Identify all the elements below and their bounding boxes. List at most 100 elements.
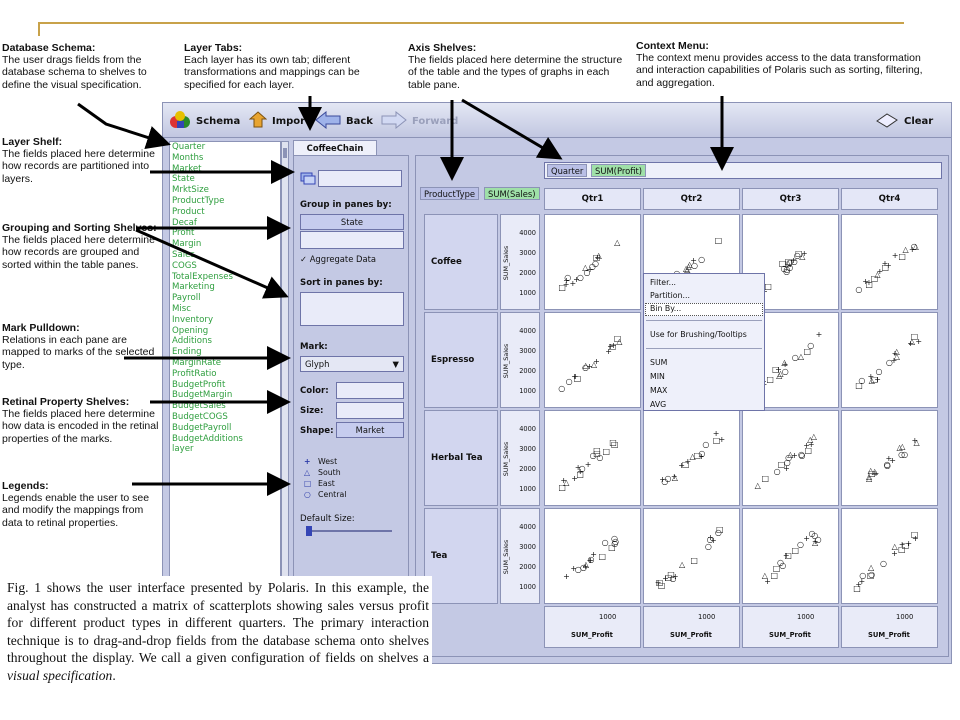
schema-field[interactable]: Inventory: [172, 314, 214, 325]
y-axis-shelf[interactable]: ProductType SUM(Sales): [420, 186, 540, 203]
legend-item[interactable]: +West: [304, 456, 394, 467]
schema-field[interactable]: Marketing: [172, 282, 215, 293]
back-button[interactable]: Back: [315, 110, 373, 132]
schema-field[interactable]: Misc: [172, 303, 192, 314]
tab-coffeechain[interactable]: CoffeeChain: [293, 140, 377, 155]
group-label: Group in panes by:: [300, 200, 392, 210]
menu-item[interactable]: MIN: [650, 372, 665, 381]
group-shelf-state[interactable]: State: [300, 214, 404, 230]
legend-item[interactable]: □East: [304, 478, 394, 489]
schema-field[interactable]: Quarter: [172, 142, 206, 152]
forward-button[interactable]: Forward: [381, 110, 458, 132]
schema-field[interactable]: Market: [172, 163, 202, 174]
schema-field[interactable]: MrktSize: [172, 185, 209, 196]
layer-shelf[interactable]: [318, 170, 402, 187]
size-shelf[interactable]: [336, 402, 404, 419]
schema-field[interactable]: Ending: [172, 347, 202, 358]
scatter-pane[interactable]: ○+△□++□○+△□□++□○: [841, 508, 938, 604]
scatter-pane[interactable]: □+○+++△□□△○+△○△+: [841, 312, 938, 408]
row-header[interactable]: Espresso: [424, 312, 498, 408]
schema-field[interactable]: Margin: [172, 239, 202, 250]
menu-item[interactable]: Bin By...: [650, 304, 682, 313]
schema-field[interactable]: Profit: [172, 228, 195, 239]
scatter-mark: △: [891, 542, 898, 552]
schema-field[interactable]: BudgetAdditions: [172, 433, 243, 444]
scatter-mark: +: [867, 372, 875, 382]
scatter-pane[interactable]: ○△++□□○○+□□○△○○+: [742, 508, 839, 604]
legend-item[interactable]: ○Central: [304, 489, 394, 500]
scatter-mark: △: [899, 442, 906, 452]
aggregate-checkbox[interactable]: ✓ Aggregate Data: [300, 254, 376, 264]
menu-item[interactable]: MAX: [650, 386, 668, 395]
x-shelf-quarter[interactable]: Quarter: [547, 164, 588, 177]
context-menu[interactable]: Filter... Partition... Bin By... Use for Br…: [643, 273, 765, 411]
default-size-slider[interactable]: [306, 526, 392, 536]
menu-item[interactable]: AVG: [650, 400, 667, 409]
scatter-pane[interactable]: ○+△△△△□△++○+○△○△: [841, 410, 938, 506]
mark-pulldown[interactable]: Glyph ▼: [300, 356, 404, 372]
x-tick-label: 1000: [797, 613, 815, 621]
schema-field[interactable]: MarginRate: [172, 357, 222, 368]
legend-item[interactable]: △South: [304, 467, 394, 478]
scatter-pane[interactable]: +○○+△○+△+○○+□+□△: [544, 214, 641, 310]
row-header[interactable]: Tea: [424, 508, 498, 604]
schema-button[interactable]: Schema: [169, 110, 240, 132]
menu-separator: [646, 320, 762, 321]
schema-field[interactable]: ProductType: [172, 195, 225, 206]
scatter-pane[interactable]: □+○□○○△+□+△△○△+○: [742, 410, 839, 506]
menu-item[interactable]: Partition...: [650, 291, 690, 300]
group-shelf-empty[interactable]: [300, 231, 404, 249]
sort-shelf[interactable]: [300, 292, 404, 326]
schema-field[interactable]: BudgetCOGS: [172, 411, 228, 422]
schema-field[interactable]: TotalExpenses: [172, 271, 234, 282]
scatter-pane[interactable]: ○++△□△△+□□++++□○: [841, 214, 938, 310]
menu-item[interactable]: SUM: [650, 358, 668, 367]
y-shelf-producttype[interactable]: ProductType: [420, 187, 480, 200]
slider-thumb[interactable]: [306, 526, 312, 536]
schema-field[interactable]: ProfitRatio: [172, 368, 217, 379]
import-button[interactable]: Import: [248, 110, 310, 132]
schema-field[interactable]: State: [172, 174, 195, 185]
schema-field[interactable]: Decaf: [172, 217, 197, 228]
scatter-mark: +: [782, 551, 790, 561]
shape-shelf-market[interactable]: Market: [336, 422, 404, 438]
menu-item[interactable]: Use for Brushing/Tooltips: [650, 330, 747, 339]
y-shelf-sum-sales[interactable]: SUM(Sales): [484, 187, 540, 200]
y-tick-label: 1000: [519, 485, 536, 493]
schema-field[interactable]: Opening: [172, 325, 209, 336]
schema-field[interactable]: Payroll: [172, 293, 201, 304]
scatter-mark: △: [797, 352, 805, 362]
clear-button[interactable]: Clear: [875, 110, 933, 132]
scatter-pane[interactable]: □□+○+○+○□○△++△++: [643, 410, 740, 506]
column-header[interactable]: Qtr3: [742, 188, 839, 210]
schema-field[interactable]: COGS: [172, 260, 197, 271]
column-header[interactable]: Qtr1: [544, 188, 641, 210]
scatter-mark: +: [570, 564, 578, 574]
scatter-mark: +: [907, 339, 914, 349]
schema-field[interactable]: BudgetProfit: [172, 379, 226, 390]
schema-field[interactable]: BudgetSales: [172, 401, 226, 412]
menu-item[interactable]: Filter...: [650, 278, 677, 287]
schema-field[interactable]: layer: [172, 444, 194, 455]
row-header[interactable]: Herbal Tea: [424, 410, 498, 506]
x-shelf-sum-profit[interactable]: SUM(Profit): [591, 164, 647, 177]
shape-legend[interactable]: +West△South□East○Central: [304, 456, 394, 506]
scatter-pane[interactable]: +++□□+○○○△○○○○++: [544, 508, 641, 604]
caption-text: Fig. 1 shows the user interface presente…: [7, 580, 429, 666]
schema-field[interactable]: Additions: [172, 336, 212, 347]
x-axis-shelf[interactable]: Quarter SUM(Profit): [544, 162, 942, 179]
schema-field[interactable]: Months: [172, 152, 204, 163]
scrollbar-thumb[interactable]: [283, 148, 287, 158]
column-header[interactable]: Qtr2: [643, 188, 740, 210]
scatter-mark: ○: [879, 559, 887, 569]
column-header[interactable]: Qtr4: [841, 188, 938, 210]
schema-field[interactable]: Product: [172, 206, 205, 217]
row-header[interactable]: Coffee: [424, 214, 498, 310]
color-shelf[interactable]: [336, 382, 404, 399]
schema-field[interactable]: Sales: [172, 249, 195, 260]
scatter-pane[interactable]: ○○□+++△+□□□□+○□□: [544, 410, 641, 506]
schema-field[interactable]: BudgetPayroll: [172, 422, 232, 433]
scatter-pane[interactable]: □○□++○□□○+□△○+□+: [643, 508, 740, 604]
schema-field[interactable]: BudgetMargin: [172, 390, 233, 401]
scatter-pane[interactable]: +○+□□△△□+○++○+△+: [544, 312, 641, 408]
